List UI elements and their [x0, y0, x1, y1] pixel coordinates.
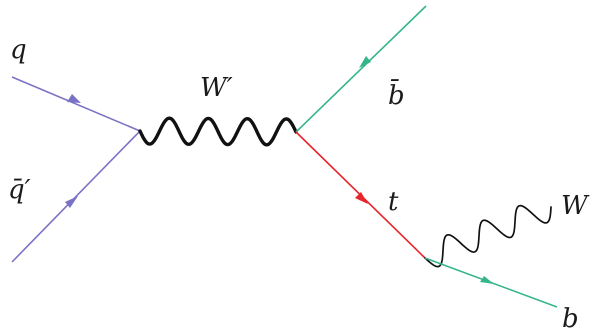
label-top: t — [388, 187, 399, 217]
quark-line-bbar — [295, 5, 427, 133]
w-boson-propagator — [424, 204, 552, 268]
arrow-bbar — [359, 56, 371, 68]
label-qbar-prime: q̄′ — [8, 175, 31, 205]
arrow-top — [355, 192, 368, 204]
arrow-q — [67, 94, 81, 103]
w-prime-propagator — [138, 116, 298, 147]
quark-line-q — [11, 76, 141, 132]
arrow-b — [480, 276, 494, 284]
quark-line-qbar — [11, 130, 141, 263]
arrow-qbar — [65, 196, 78, 208]
label-b: b — [562, 304, 579, 330]
label-w: W — [561, 191, 590, 221]
label-w-prime: W′ — [200, 73, 233, 103]
label-b-bar: b̄ — [388, 78, 405, 111]
label-q: q — [10, 35, 27, 65]
